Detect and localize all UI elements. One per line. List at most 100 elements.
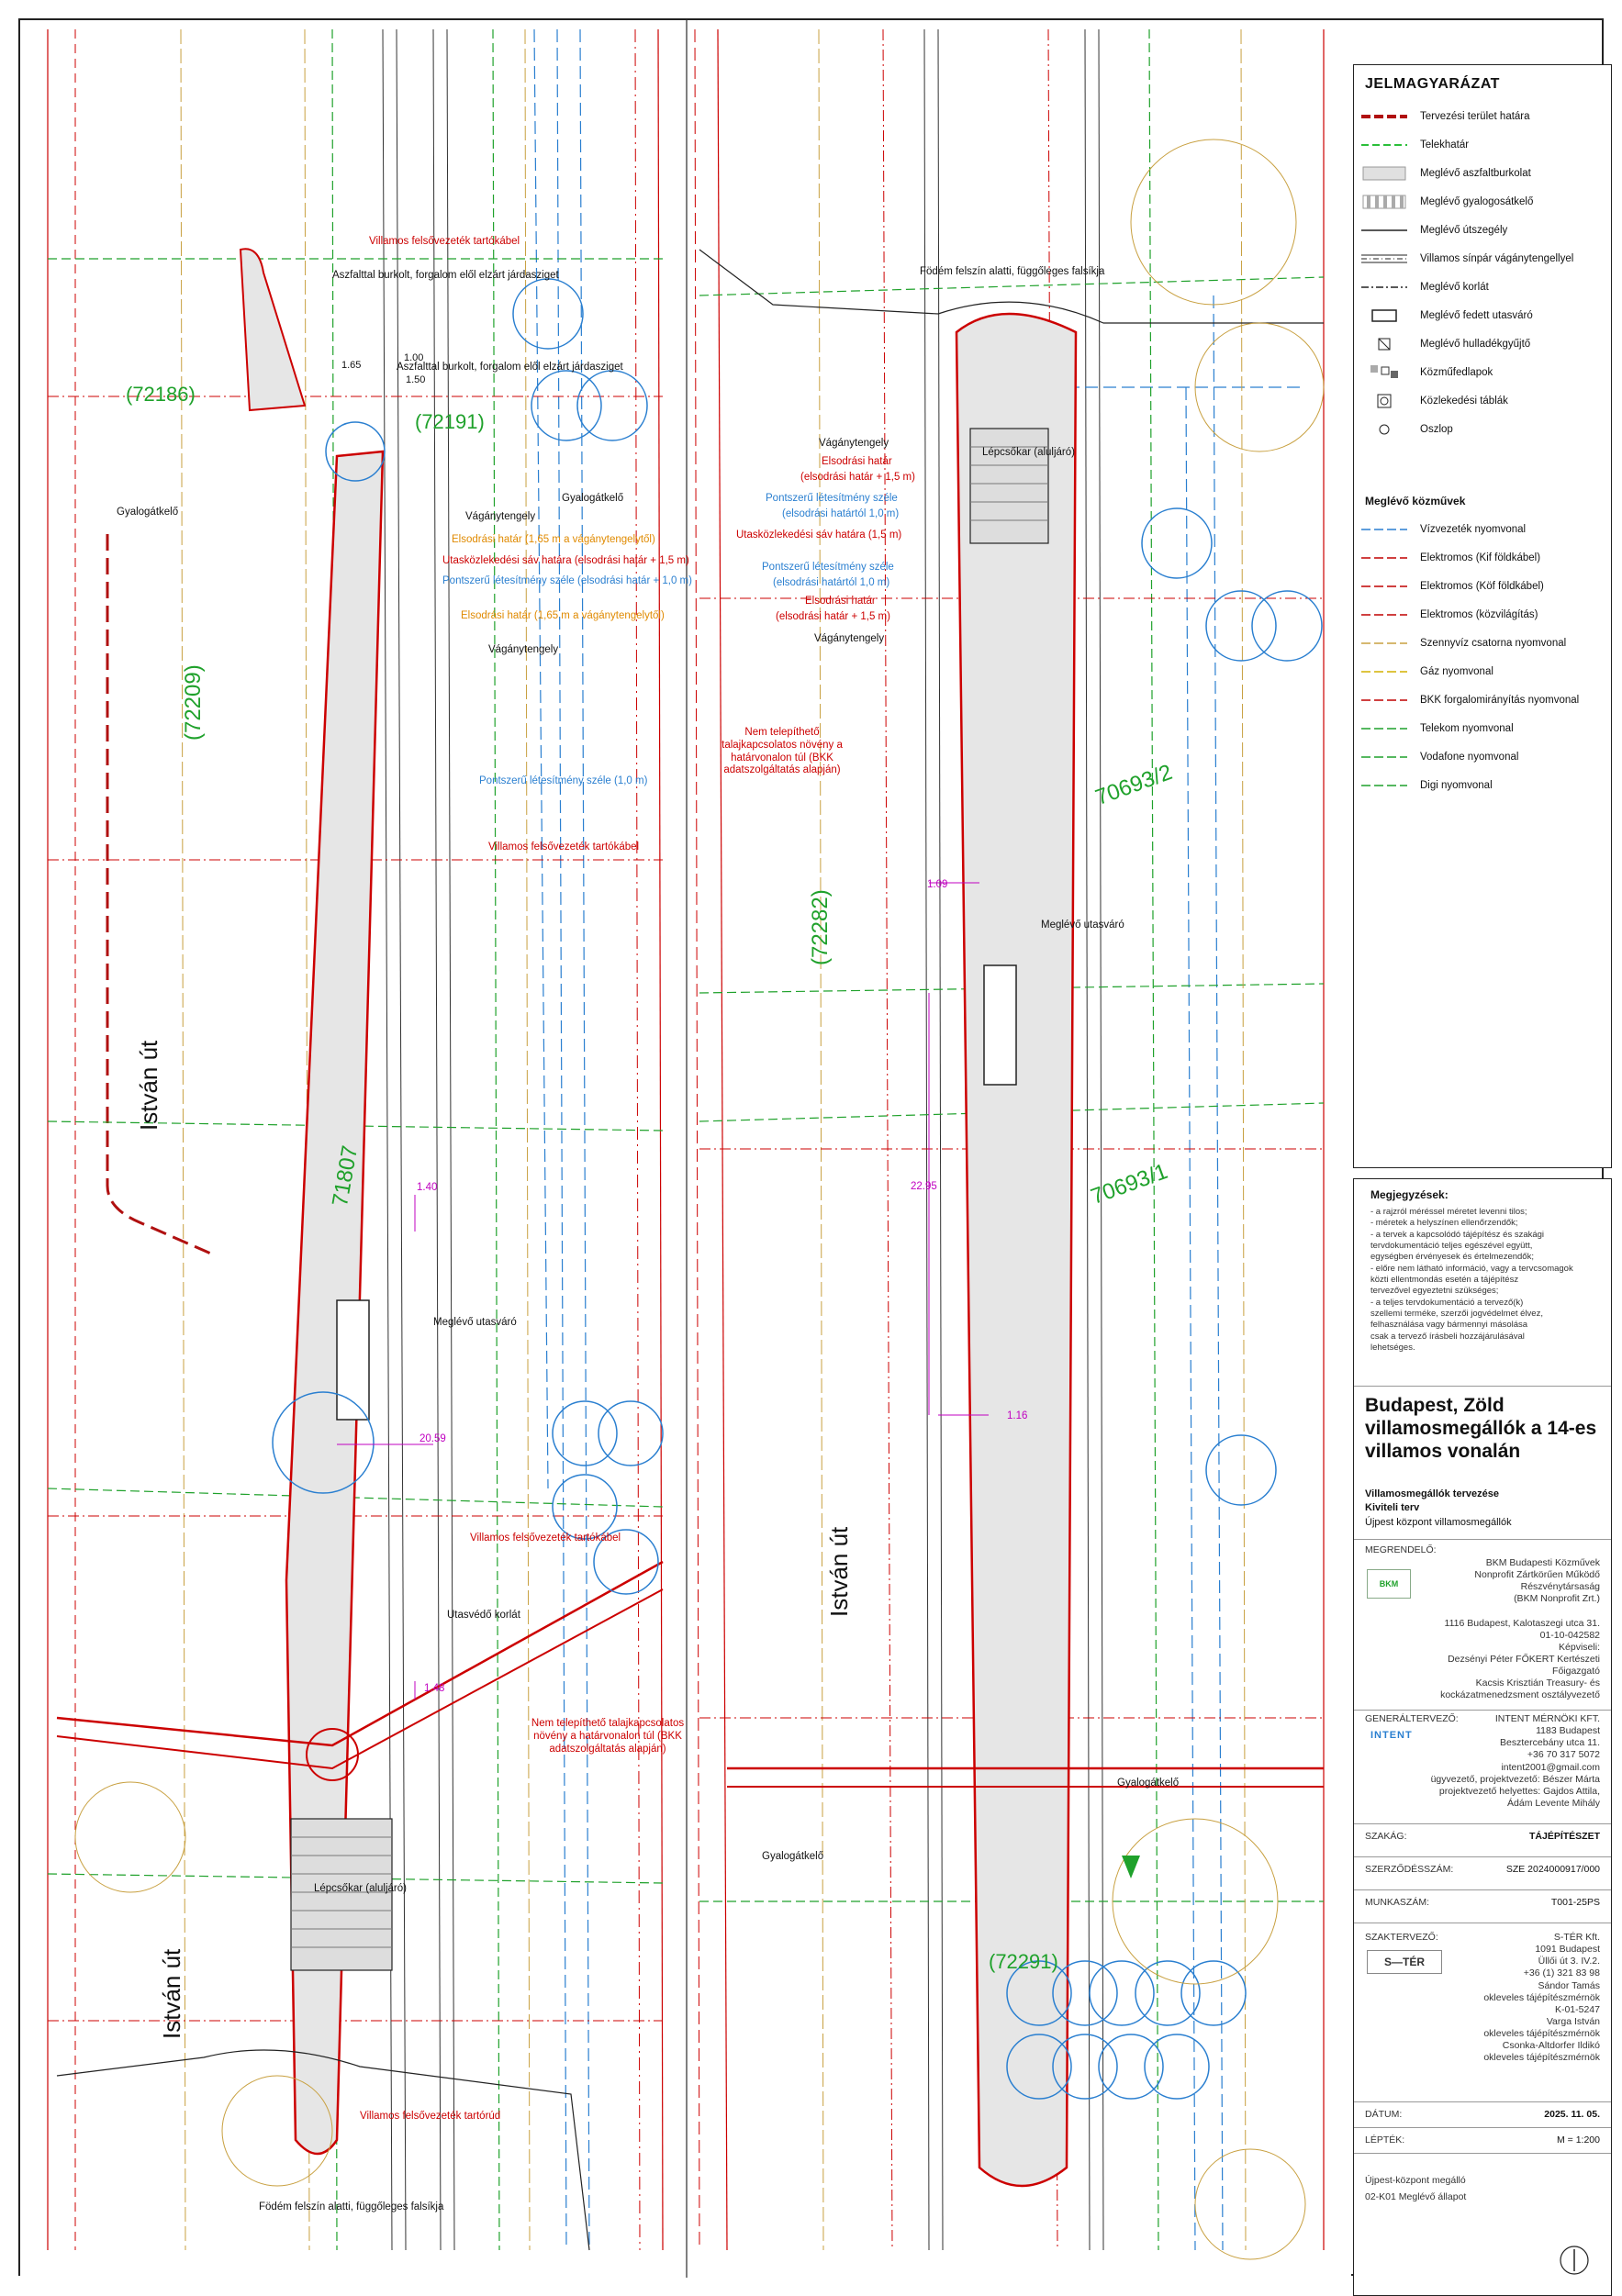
parcel-72186: (72186) (126, 383, 196, 406)
street-right: István út (825, 1526, 853, 1617)
crossing-right-e: Gyalogátkelő (1117, 1778, 1180, 1789)
street-left-2: István út (158, 1948, 185, 2039)
clear-r2: Elsodrási határ (805, 596, 876, 607)
text-line: szellemi terméke, szerzői jogvédelmet él… (1370, 1309, 1543, 1320)
clearance-2: Elsodrási határ (1,65 m a vágánytengelyt… (461, 610, 665, 621)
legend-utility-row: Elektromos (Kif földkábel) (1354, 543, 1611, 572)
text-line: +36 (1) 321 83 98 (1523, 1967, 1600, 1979)
legend-label: Közműfedlapok (1420, 366, 1493, 378)
field-value: TÁJÉPÍTÉSZET (1528, 1831, 1600, 1842)
project-phase: Kiviteli terv (1365, 1502, 1420, 1513)
platform-r2b: (elsodrási határtól 1,0 m) (773, 577, 890, 588)
dim-100: 1.00 (404, 352, 424, 363)
scale-value: M = 1:200 (1557, 2134, 1600, 2146)
legend-label: Villamos sínpár vágánytengellyel (1420, 252, 1574, 264)
drawing-sheet: Villamos felsővezeték tartókábel Aszfalt… (18, 18, 1612, 2296)
shelter-left (336, 1299, 370, 1421)
legend-symbol-icon (1354, 159, 1415, 187)
label-cable-top: Villamos felsővezeték tartókábel (369, 236, 520, 247)
legend-label: BKK forgalomirányítás nyomvonal (1420, 694, 1580, 706)
general-designer-label: GENERÁLTERVEZŐ: (1365, 1713, 1459, 1724)
site-plan (20, 20, 1351, 2278)
legend-utility-row: Vodafone nyomvonal (1354, 742, 1611, 771)
text-line: Csonka-Altdorfer Ildikó (1502, 2040, 1600, 2052)
crossing-west: Gyalogátkelő (117, 507, 179, 518)
text-line: S-TÉR Kft. (1553, 1932, 1600, 1943)
project-subtitle: Villamosmegállók tervezése (1365, 1488, 1499, 1499)
slab-label-right: Födém felszín alatti, függőleges falsíkj… (920, 266, 1105, 277)
track-axis-r2: Vágánytengely (814, 633, 885, 644)
text-line: - a teljes tervdokumentáció a tervező(k) (1370, 1297, 1524, 1308)
text-line: felhasználása vagy bármennyi másolása (1370, 1320, 1528, 1331)
parcel-72291: (72291) (989, 1950, 1058, 1973)
text-line: 1091 Budapest (1535, 1944, 1600, 1956)
legend-label: Vízvezeték nyomvonal (1420, 523, 1527, 535)
legend-utility-row: Gáz nyomvonal (1354, 657, 1611, 685)
legend-label: Elektromos (közvilágítás) (1420, 608, 1538, 620)
platform-r2: Pontszerű létesítmény széle (762, 562, 894, 573)
sheet-name: Újpest-központ megálló (1365, 2175, 1466, 2186)
legend-label: Vodafone nyomvonal (1420, 751, 1519, 763)
notes-list: - a rajzról méréssel méretet levenni til… (1370, 1207, 1573, 1354)
field-value: SZE 2024000917/000 (1505, 1864, 1600, 1875)
dim-2295: 22.95 (911, 1181, 937, 1192)
track-axis-1: Vágánytengely (465, 511, 536, 522)
stairs-left (290, 1818, 393, 1971)
legend-label: Digi nyomvonal (1420, 779, 1493, 791)
legend-row: Meglévő gyalogosátkelő (1354, 187, 1611, 216)
legend-row: Tervezési terület határa (1354, 102, 1611, 130)
legend-row: Villamos sínpár vágánytengellyel (1354, 244, 1611, 273)
dim-148: 1.48 (424, 1683, 445, 1694)
legend-row: Közműfedlapok (1354, 358, 1611, 386)
text-line: tervezővel egyeztetni szükséges; (1370, 1286, 1499, 1297)
track-axis-r1: Vágánytengely (819, 438, 889, 449)
cable-mid: Villamos felsővezeték tartókábel (488, 841, 640, 853)
stairs-label-left: Lépcsőkar (aluljáró) (314, 1883, 407, 1894)
dim-165: 1.65 (341, 360, 362, 371)
stairs-right (969, 428, 1049, 544)
text-line: +36 70 317 5072 (1527, 1749, 1600, 1761)
dim-2059: 20.59 (419, 1433, 446, 1444)
utility-symbol-icon (1354, 771, 1415, 799)
parcel-72282: (72282) (808, 889, 833, 965)
dim-150: 1.50 (406, 374, 426, 385)
platform-island-right (955, 312, 1078, 2188)
stairs-label-right: Lépcsőkar (aluljáró) (982, 447, 1075, 458)
legend-utility-row: Telekom nyomvonal (1354, 714, 1611, 742)
text-line: 1116 Budapest, Kalotaszegi utca 31. (1444, 1617, 1600, 1629)
clear-r2b: (elsodrási határ + 1,5 m) (776, 611, 890, 622)
legend-utility-row: BKK forgalomirányítás nyomvonal (1354, 685, 1611, 714)
label-island-1: Aszfalttal burkolt, forgalom elől elzárt… (332, 270, 559, 281)
text-line: kockázatmenedzsment osztályvezető (1440, 1689, 1600, 1701)
legend-label: Telekhatár (1420, 139, 1470, 150)
utility-symbol-icon (1354, 629, 1415, 657)
legend-symbol-icon (1354, 102, 1415, 130)
legend-utility-row: Digi nyomvonal (1354, 771, 1611, 799)
client-logo: BKM (1367, 1569, 1411, 1599)
text-line: Nonprofit Zártkörűen Működő (1474, 1569, 1600, 1581)
ster-logo: S—TÉR (1367, 1950, 1442, 1974)
utility-symbol-icon (1354, 600, 1415, 629)
legend-row: Meglévő korlát (1354, 273, 1611, 301)
utility-symbol-icon (1354, 742, 1415, 771)
legend-label: Elektromos (Kif földkábel) (1420, 552, 1541, 563)
legend-symbol-icon (1354, 273, 1415, 301)
legend-label: Meglévő fedett utasváró (1420, 309, 1533, 321)
platform-island-left (285, 450, 385, 2156)
utility-symbol-icon (1354, 515, 1415, 543)
legend-symbol-icon (1354, 386, 1415, 415)
legend-row: Közlekedési táblák (1354, 386, 1611, 415)
text-line: - méretek a helyszínen ellenőrzendők; (1370, 1218, 1518, 1229)
legend-label: Tervezési terület határa (1420, 110, 1530, 122)
text-line: közti ellentmondás esetén a tájépítész (1370, 1275, 1519, 1286)
text-line: Főigazgató (1552, 1666, 1600, 1677)
track-axis-2: Vágánytengely (488, 644, 559, 655)
text-line: Részvénytársaság (1520, 1581, 1600, 1593)
north-arrow-icon (1560, 2246, 1589, 2275)
utility-symbol-icon (1354, 714, 1415, 742)
legend-symbol-icon (1354, 358, 1415, 386)
legend-row: Meglévő aszfaltburkolat (1354, 159, 1611, 187)
text-line: projektvezető helyettes: Gajdos Attila, (1438, 1785, 1600, 1797)
